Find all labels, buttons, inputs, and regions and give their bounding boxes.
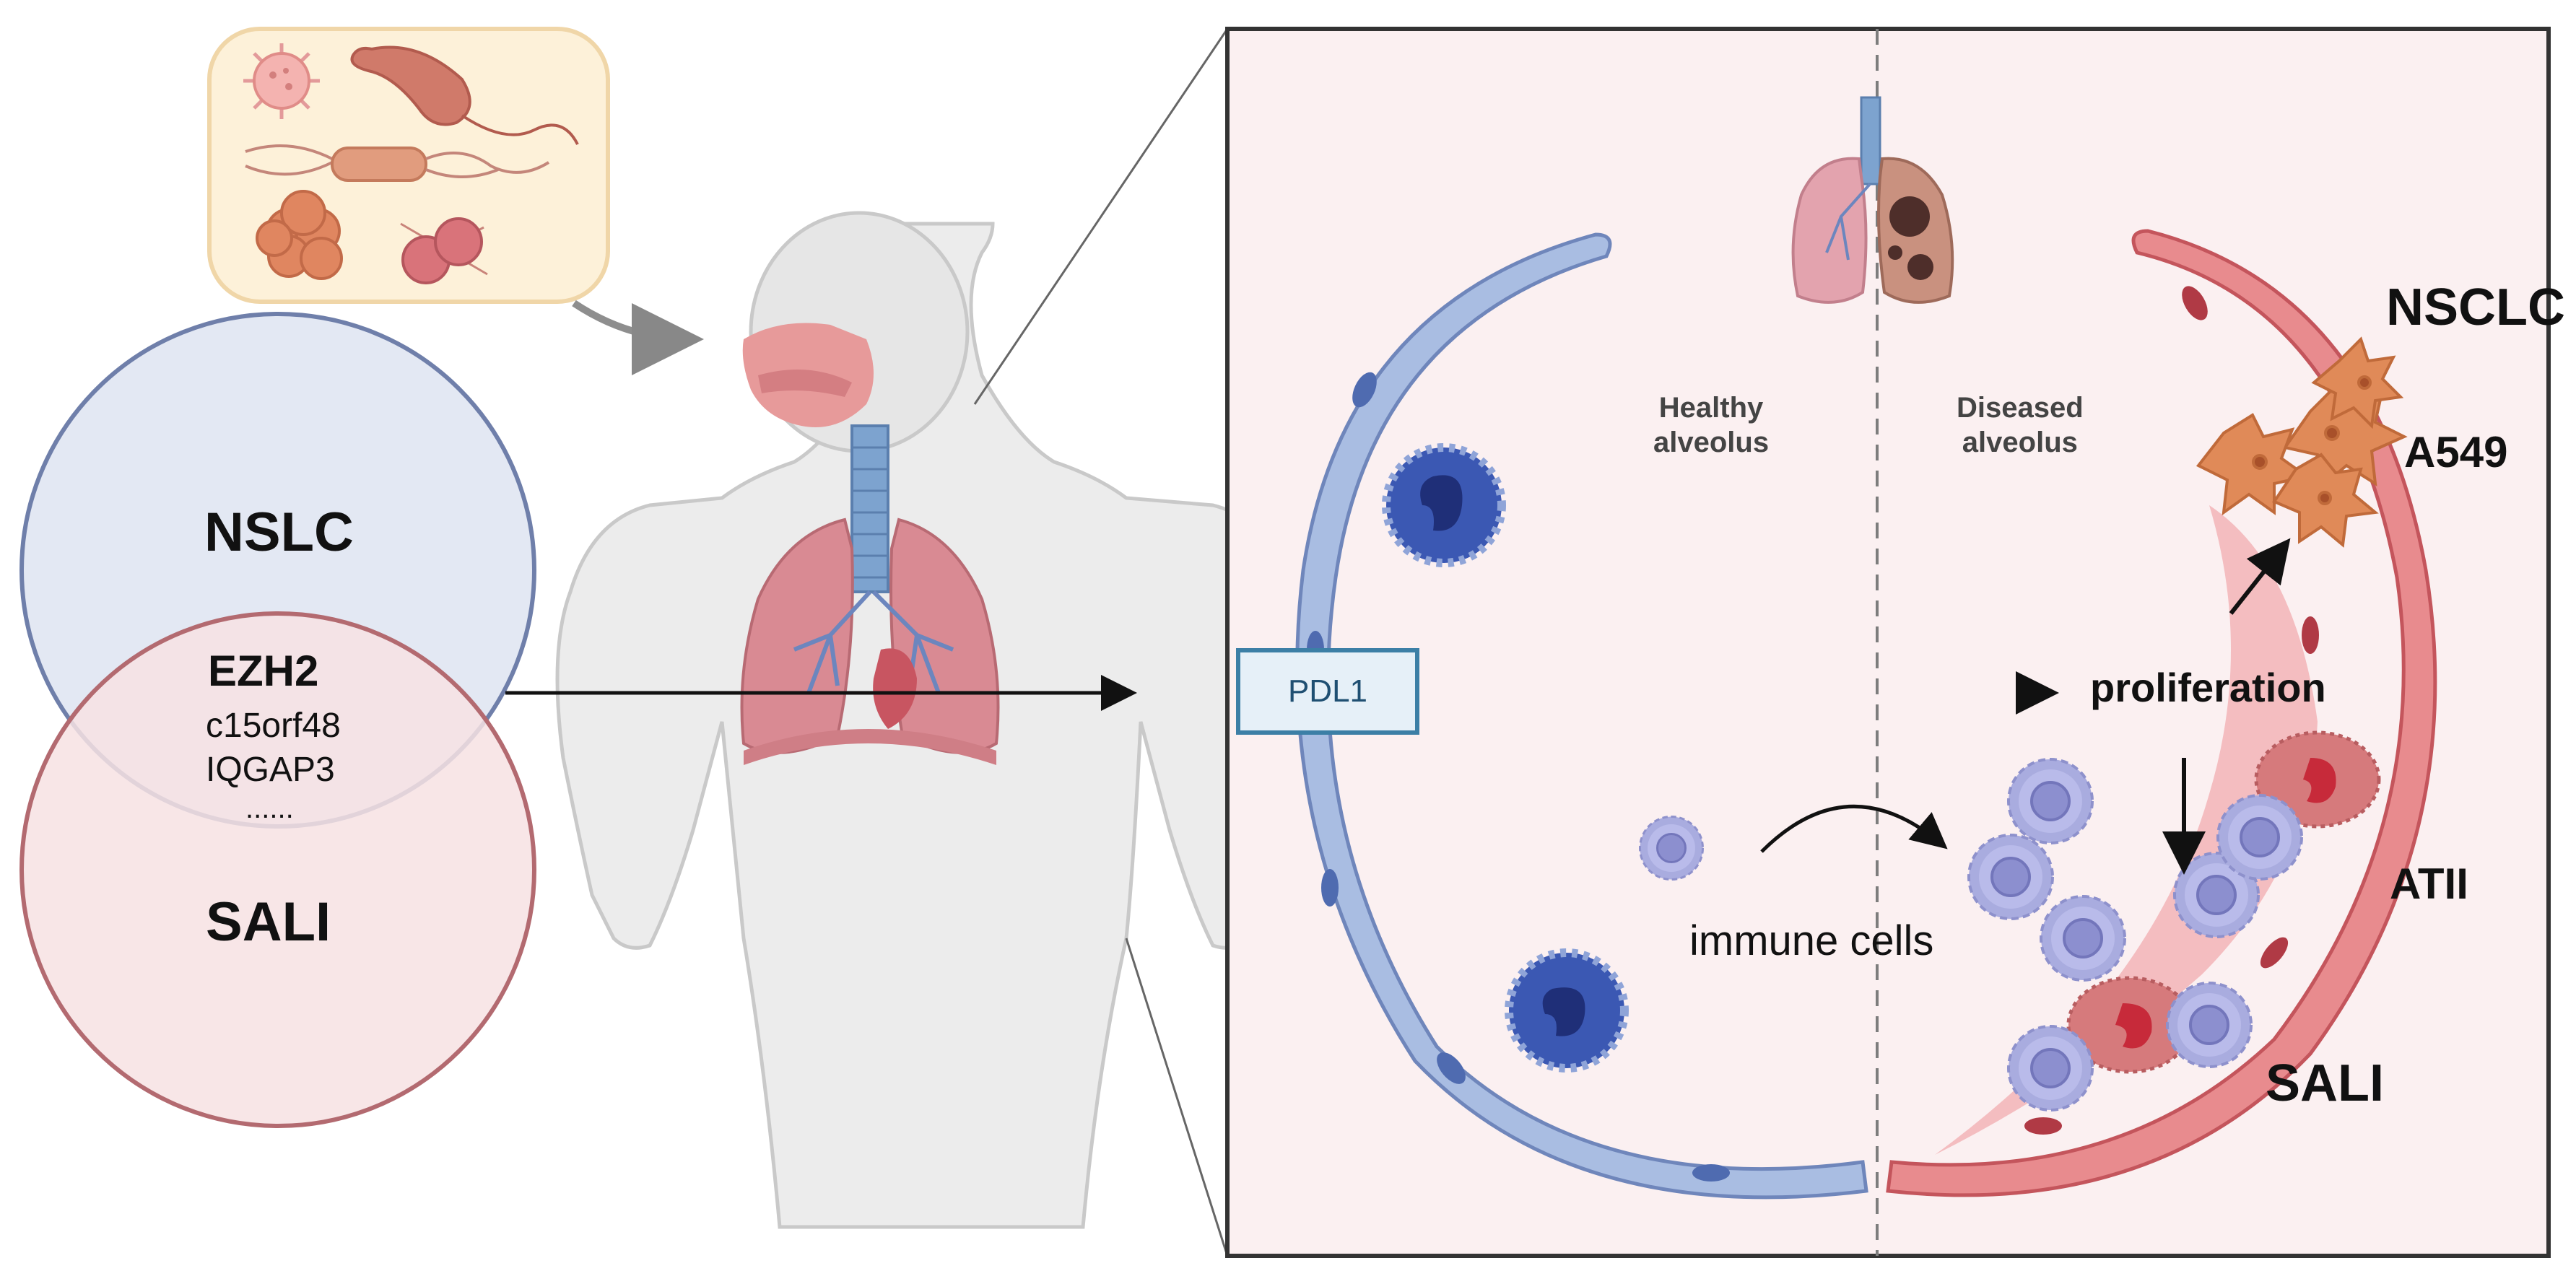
venn-label-sali: SALI	[206, 891, 331, 953]
bacteria-icon	[350, 45, 579, 145]
atii-label: ATII	[2390, 860, 2468, 908]
zoom-line-top	[973, 28, 1229, 405]
atii-cell-icon	[2254, 730, 2381, 829]
venn-circle-sali	[19, 611, 536, 1128]
healthy-alveolus-wall	[1295, 232, 1868, 1200]
bacteria-icon	[245, 144, 550, 182]
immune-cells-label: immune cells	[1689, 917, 1934, 964]
bacteria-icon	[400, 217, 488, 284]
tumor-cell-icon	[2196, 336, 2408, 548]
venn-overlap-gene: c15orf48	[206, 707, 341, 745]
venn-overlap-title: EZH2	[208, 647, 319, 695]
venn-label-nslc: NSLC	[204, 502, 354, 563]
pdl1-box: PDL1	[1236, 648, 1419, 735]
a549-label: A549	[2404, 428, 2508, 476]
diseased-alveolus-label: Diseased alveolus	[1957, 392, 2084, 458]
pathogen-box	[207, 27, 610, 304]
human-body-icon	[555, 211, 1307, 1229]
nsclc-label: NSCLC	[2386, 279, 2565, 336]
venn-diagram	[19, 312, 536, 1128]
lungs-icon	[1791, 96, 1954, 304]
zoom-line-bottom	[1125, 938, 1229, 1257]
healthy-alveolus-label: Healthy alveolus	[1653, 392, 1770, 458]
bacteria-icon	[256, 190, 343, 280]
virus-icon	[243, 43, 320, 119]
sali-label: SALI	[2266, 1054, 2385, 1112]
proliferation-to-nsclc-arrow	[2229, 538, 2291, 615]
pdl1-label: PDL1	[1287, 673, 1368, 709]
venn-overlap-gene: IQGAP3	[206, 751, 335, 789]
proliferation-label: proliferation	[2090, 665, 2326, 710]
macrophage-icon	[1505, 948, 1629, 1073]
macrophage-icon	[1382, 443, 1506, 567]
immune-migration-arrow	[1760, 805, 1948, 853]
transmission-arrow	[572, 300, 704, 375]
venn-overlap-gene: ......	[245, 792, 294, 824]
